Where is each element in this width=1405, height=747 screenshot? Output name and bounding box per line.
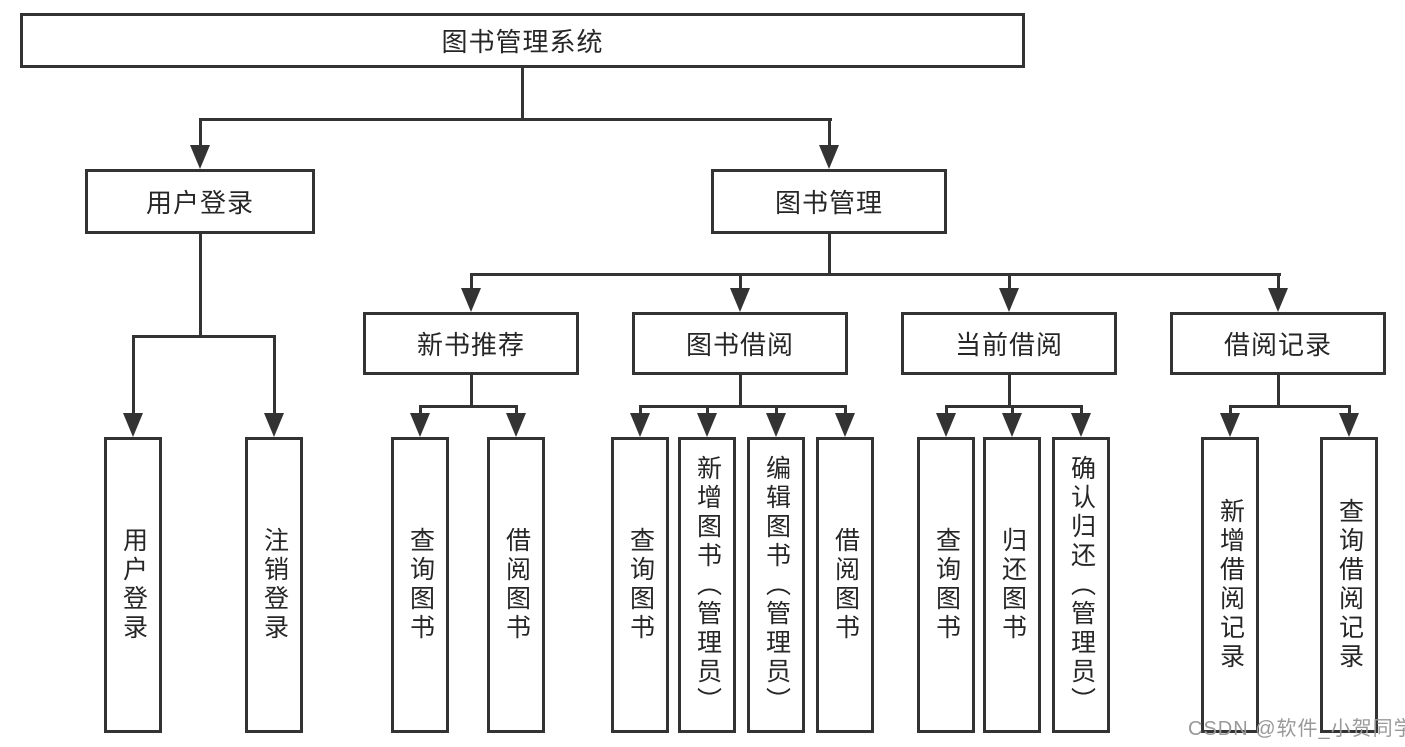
arrow-down-icon [190, 145, 210, 169]
node-query-books-borrow: 查询图书 [611, 437, 669, 733]
node-borrowing-records: 借阅记录 [1170, 312, 1386, 375]
edge-to-query-books-1 [419, 405, 422, 415]
node-add-borrow-record: 新增借阅记录 [1201, 437, 1259, 733]
arrow-down-icon [1268, 288, 1288, 312]
edge-borrowing-rail [639, 405, 847, 408]
arrow-down-icon [123, 413, 143, 437]
node-borrow-books-recommend: 借阅图书 [487, 437, 545, 733]
edge-root-rail [199, 118, 832, 121]
edge-to-book-management [828, 118, 831, 147]
arrow-down-icon [461, 288, 481, 312]
node-logout: 注销登录 [245, 437, 303, 733]
node-edit-books-admin: 编辑图书（管理员） [747, 437, 805, 733]
arrow-down-icon [630, 413, 650, 437]
node-query-books-current: 查询图书 [917, 437, 975, 733]
node-borrow-books: 借阅图书 [816, 437, 874, 733]
arrow-down-icon [1071, 413, 1091, 437]
edge-to-add-record [1229, 405, 1232, 415]
node-new-book-recommendation: 新书推荐 [363, 312, 579, 375]
node-add-books-admin: 新增图书（管理员） [678, 437, 736, 733]
watermark: CSDN @软件_小贺同学 [1188, 718, 1405, 740]
arrow-down-icon [264, 413, 284, 437]
arrow-down-icon [697, 413, 717, 437]
edge-records-rail [1229, 405, 1351, 408]
node-user-login: 用户登录 [85, 169, 315, 234]
edge-to-query-record [1348, 405, 1351, 415]
edge-root-stem [521, 68, 524, 120]
arrow-down-icon [819, 145, 839, 169]
arrow-down-icon [999, 288, 1019, 312]
edge-book-management-stem [828, 234, 831, 276]
edge-to-add-books [706, 405, 709, 415]
edge-user-login-stem [199, 234, 202, 338]
edge-to-query-books-3 [945, 405, 948, 415]
arrow-down-icon [1002, 413, 1022, 437]
arrow-down-icon [936, 413, 956, 437]
edge-to-book-borrowing [739, 273, 742, 290]
edge-current-rail [945, 405, 1083, 408]
edge-recommendation-rail [419, 405, 518, 408]
arrow-down-icon [1339, 413, 1359, 437]
node-confirm-return-admin: 确认归还（管理员） [1052, 437, 1110, 733]
edge-current-stem [1008, 375, 1011, 408]
edge-borrowing-stem [739, 375, 742, 408]
arrow-down-icon [730, 288, 750, 312]
edge-to-borrow-books-1 [515, 405, 518, 415]
edge-recommendation-stem [470, 375, 473, 408]
edge-to-borrow-books-2 [844, 405, 847, 415]
edge-to-user-login-action [132, 335, 135, 415]
node-current-borrowing: 当前借阅 [901, 312, 1117, 375]
node-book-management: 图书管理 [711, 169, 947, 234]
edge-to-query-books-2 [639, 405, 642, 415]
node-book-borrowing: 图书借阅 [632, 312, 848, 375]
edge-book-management-rail [470, 273, 1281, 276]
edge-to-current-borrowing [1008, 273, 1011, 290]
arrow-down-icon [506, 413, 526, 437]
edge-to-borrowing-records [1277, 273, 1280, 290]
arrow-down-icon [1220, 413, 1240, 437]
node-query-borrow-record: 查询借阅记录 [1320, 437, 1378, 733]
arrow-down-icon [410, 413, 430, 437]
edge-to-logout [273, 335, 276, 415]
node-user-login-action: 用户登录 [104, 437, 162, 733]
edge-user-login-rail [132, 335, 276, 338]
arrow-down-icon [835, 413, 855, 437]
edge-to-edit-books [775, 405, 778, 415]
edge-to-return-books [1011, 405, 1014, 415]
edge-to-new-book-recommendation [470, 273, 473, 290]
edge-records-stem [1277, 375, 1280, 408]
arrow-down-icon [766, 413, 786, 437]
node-library-management-system: 图书管理系统 [20, 13, 1025, 68]
edge-to-confirm-return [1080, 405, 1083, 415]
node-return-books: 归还图书 [983, 437, 1041, 733]
node-query-books-recommend: 查询图书 [391, 437, 449, 733]
edge-to-user-login [199, 118, 202, 147]
